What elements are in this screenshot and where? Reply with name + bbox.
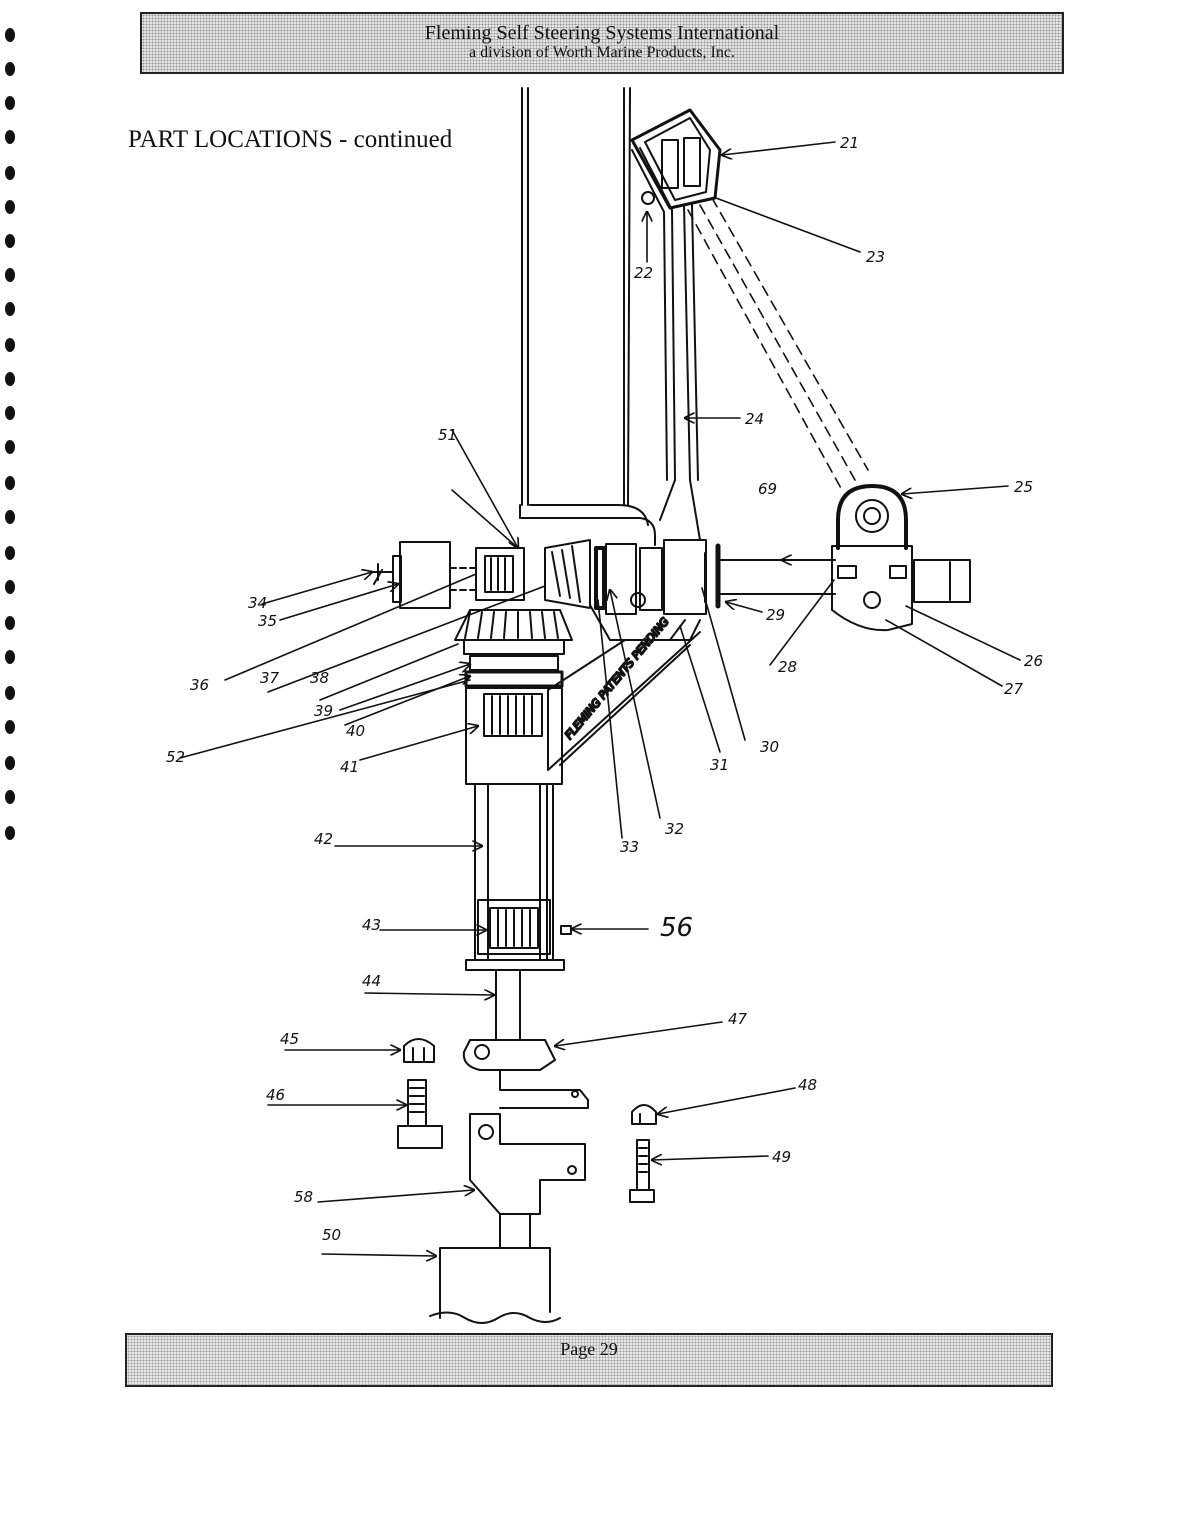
vane-frame: [631, 147, 701, 541]
label-56: 56: [660, 913, 693, 943]
label-27: 27: [1004, 680, 1024, 698]
label-25: 25: [1014, 478, 1033, 496]
label-46: 46: [266, 1086, 285, 1104]
vertical-housing: [465, 687, 572, 971]
label-33: 33: [620, 838, 639, 856]
mast: [519, 87, 656, 546]
label-48: 48: [798, 1076, 817, 1094]
label-32: 32: [665, 820, 684, 838]
label-69: 69: [758, 480, 777, 498]
part-labels: 21 22 23 24 25 26 27 28 29 30 31 32 33 3…: [166, 134, 1043, 1244]
label-50: 50: [322, 1226, 341, 1244]
label-29: 29: [766, 606, 785, 624]
label-22: 22: [634, 264, 653, 282]
leader-lines: [179, 141, 1021, 1256]
horizontal-shaft: [704, 543, 836, 609]
patent-stamp: FLEMING PATENTS PENDING: [562, 615, 671, 742]
label-43: 43: [362, 916, 381, 934]
label-47: 47: [728, 1010, 748, 1028]
diagonal-brace: [547, 619, 701, 771]
label-31: 31: [710, 756, 729, 774]
label-40: 40: [346, 722, 365, 740]
binder-holes: [0, 0, 30, 1000]
label-28: 28: [778, 658, 797, 676]
label-26: 26: [1024, 652, 1043, 670]
label-36: 36: [190, 676, 209, 694]
bevel-gear-stack: [454, 609, 573, 688]
lower-shaft: [495, 969, 521, 1041]
label-30: 30: [760, 738, 779, 756]
counterweight: [630, 108, 722, 210]
upper-clamp: [462, 1039, 589, 1109]
bolt-48-49: [629, 1104, 657, 1203]
label-41: 41: [340, 758, 359, 776]
label-51: 51: [438, 426, 457, 444]
page-title: PART LOCATIONS - continued: [128, 126, 453, 153]
page-number: Page 29: [560, 1339, 618, 1359]
label-49: 49: [772, 1148, 791, 1166]
label-45: 45: [280, 1030, 299, 1048]
label-35: 35: [258, 612, 277, 630]
label-21: 21: [840, 134, 859, 152]
label-44: 44: [362, 972, 381, 990]
label-42: 42: [314, 830, 333, 848]
label-34: 34: [248, 594, 267, 612]
label-58: 58: [294, 1188, 313, 1206]
label-52: 52: [166, 748, 185, 766]
label-38: 38: [310, 669, 329, 687]
label-37: 37: [260, 669, 280, 687]
company-division: a division of Worth Marine Products, Inc…: [469, 44, 735, 61]
page-footer: Page 29: [125, 1333, 1053, 1387]
page-header: Fleming Self Steering Systems Internatio…: [140, 12, 1064, 74]
bolt-45-46: [397, 1038, 443, 1149]
company-name: Fleming Self Steering Systems Internatio…: [424, 22, 780, 44]
label-24: 24: [745, 410, 764, 428]
lower-clamp: [469, 1113, 586, 1215]
pivot-housing: [831, 484, 971, 632]
rudder: [429, 1213, 561, 1324]
dashed-tie-lines: [687, 197, 869, 493]
label-23: 23: [866, 248, 885, 266]
label-39: 39: [314, 702, 333, 720]
